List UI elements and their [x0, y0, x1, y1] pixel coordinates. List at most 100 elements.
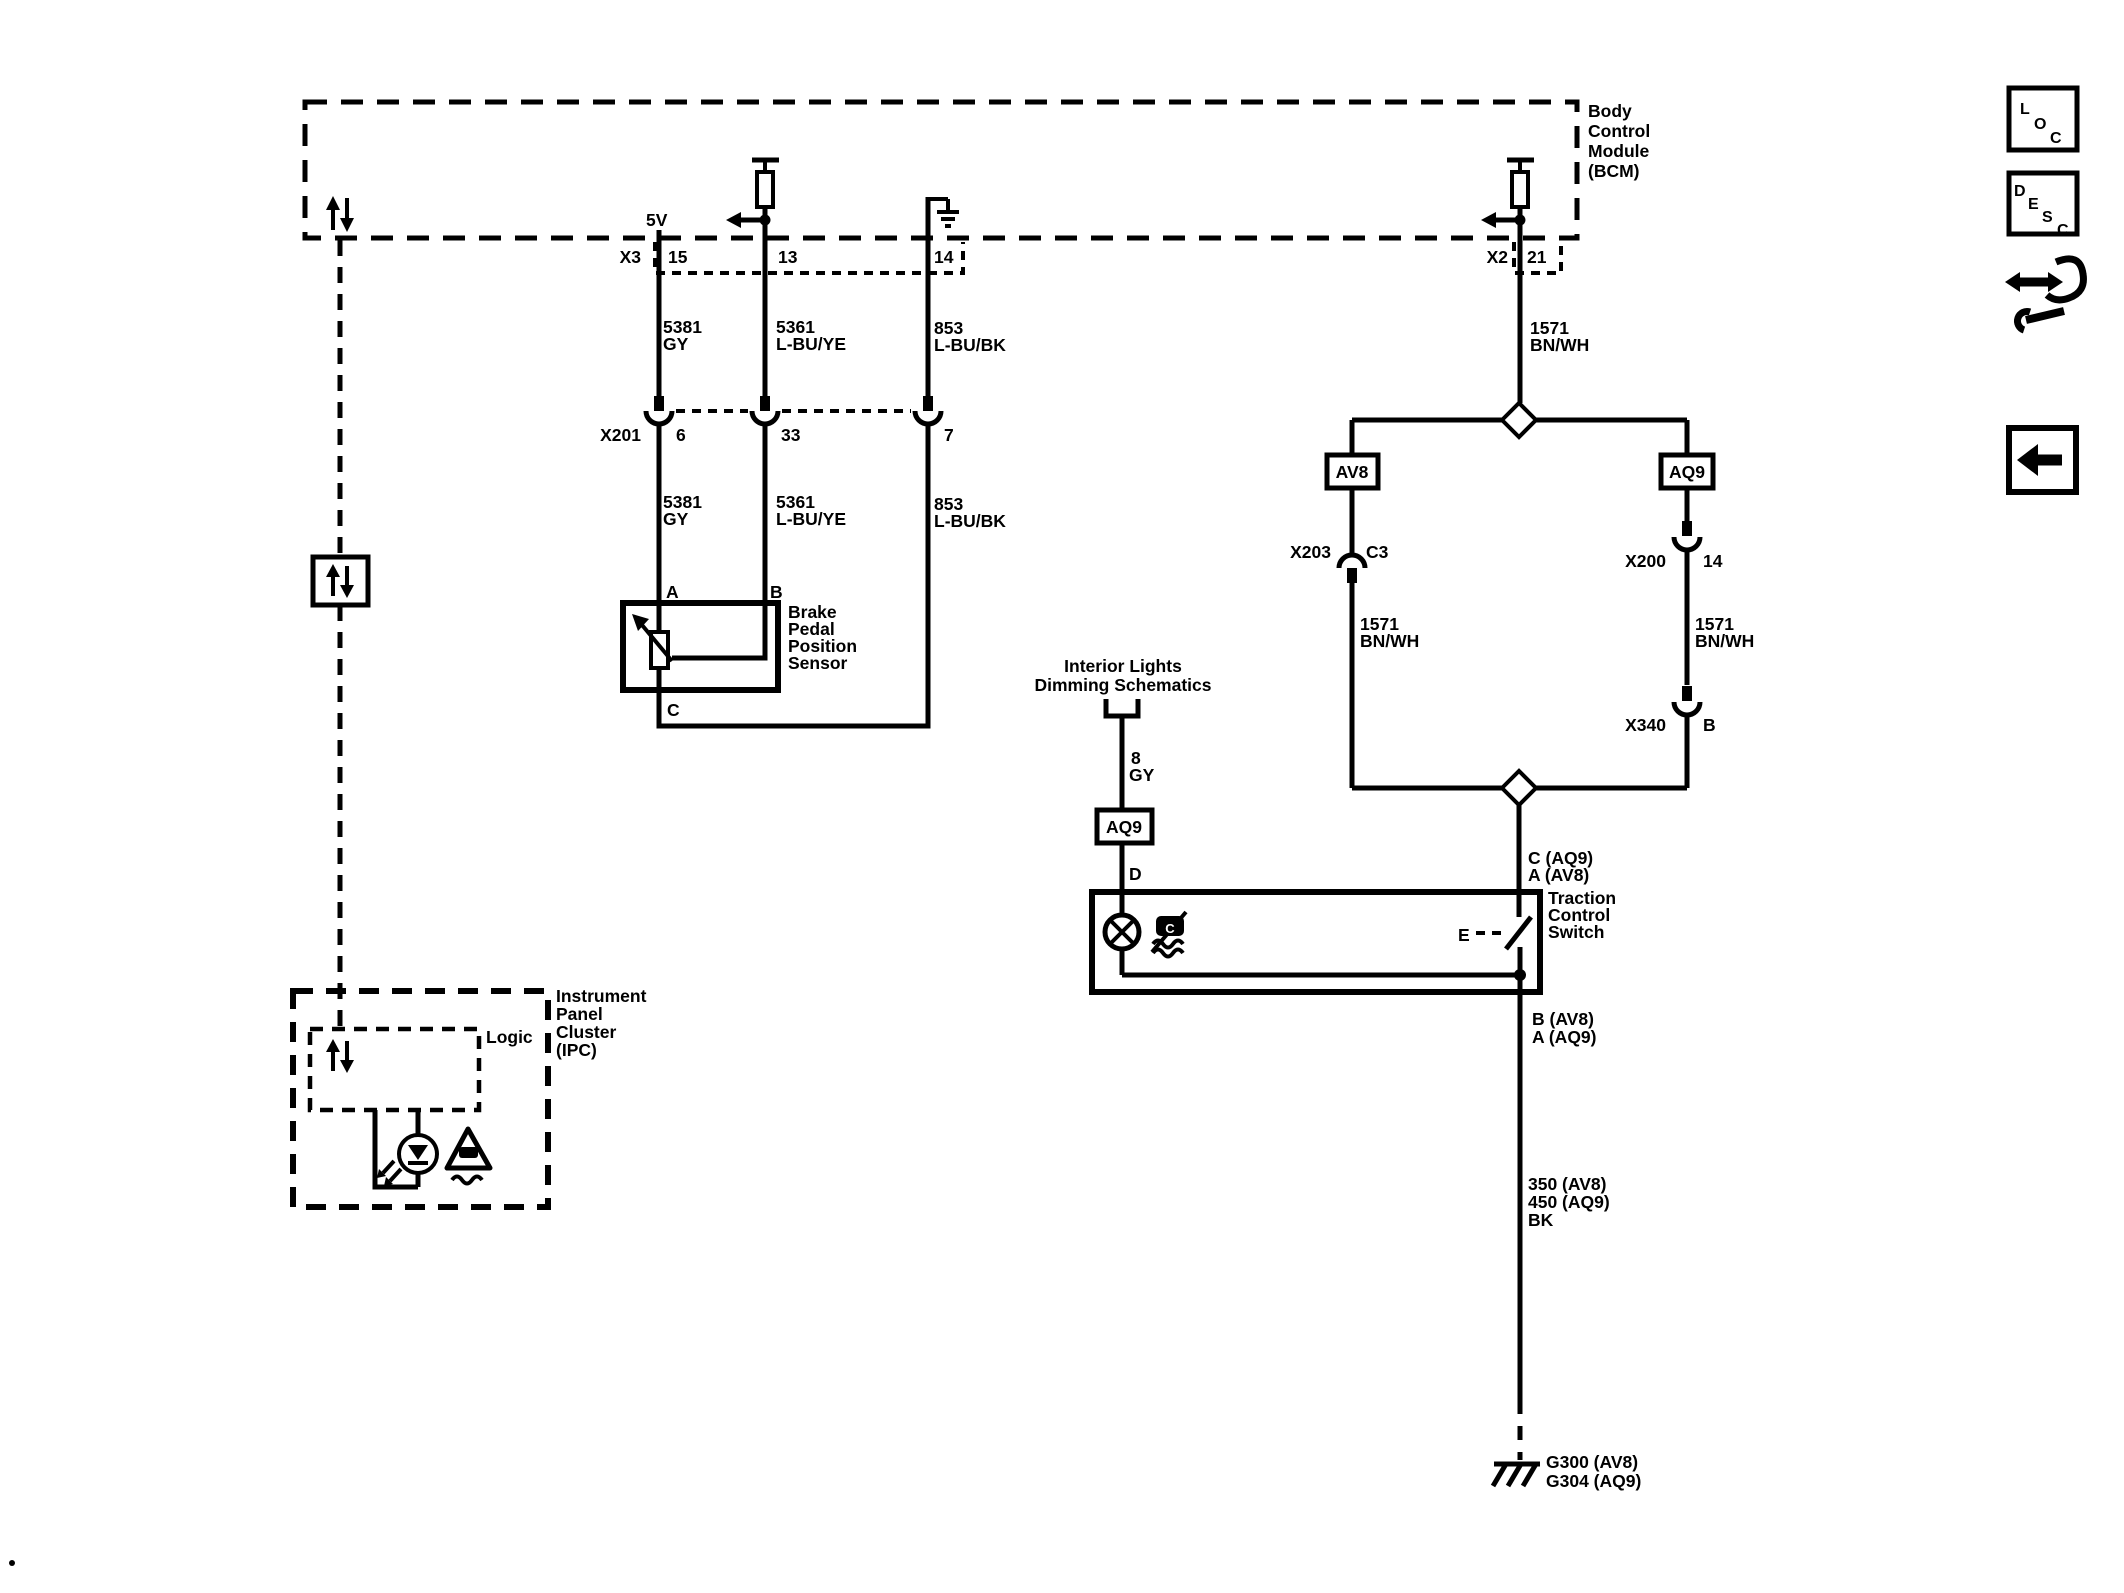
- bpp-sensor-label: Brake Pedal Position Sensor: [788, 602, 857, 673]
- ipc-label-1: Instrument: [556, 986, 647, 1006]
- wire-label-853-lower: 853 L-BU/BK: [934, 494, 1006, 531]
- ipc-label: Instrument Panel Cluster (IPC): [556, 986, 647, 1060]
- bpp-sensor-box: [620, 600, 781, 693]
- desc-letter-d: D: [2014, 183, 2026, 200]
- wire-label-5361-lower: 5361 L-BU/YE: [776, 492, 846, 529]
- color-bnwh-r: BN/WH: [1695, 631, 1754, 651]
- x203-pin-c3: C3: [1366, 542, 1389, 562]
- interior-lights-line2: Dimming Schematics: [1035, 675, 1212, 695]
- traction-warning-icon: [444, 1126, 493, 1186]
- back-button[interactable]: [2006, 425, 2079, 495]
- circuit-350: 350 (AV8): [1528, 1174, 1606, 1194]
- circuit-1571-l: 1571: [1360, 614, 1399, 634]
- x3-pin-15: 15: [668, 247, 688, 267]
- bcm-5v-label: 5V: [646, 210, 668, 230]
- loc-letter-o: O: [2034, 116, 2046, 133]
- connector-x2-label: X2: [1487, 247, 1509, 267]
- ground-g300-label: G300 (AV8): [1546, 1452, 1638, 1472]
- wire-label-1571-bcm: 1571 BN/WH: [1530, 318, 1589, 355]
- tcs-pin-bot-1: B (AV8): [1532, 1009, 1594, 1029]
- circuit-5361-2: 5361: [776, 492, 815, 512]
- wire-label-1571-right: 1571 BN/WH: [1695, 614, 1754, 651]
- sensor-label-1: Brake: [788, 602, 837, 622]
- connector-x203: [1336, 552, 1368, 583]
- interior-lights-line1: Interior Lights: [1064, 656, 1182, 676]
- wire-label-853-upper: 853 L-BU/BK: [934, 318, 1006, 355]
- tcs-label-2: Control: [1548, 905, 1610, 925]
- x201-pin-33: 33: [781, 425, 801, 445]
- x201-pin-7: 7: [944, 425, 954, 445]
- loc-letter-l: L: [2020, 101, 2030, 118]
- circuit-853-2: 853: [934, 494, 963, 514]
- splice-diamond-top: [1499, 400, 1539, 440]
- page-dot: [9, 1560, 15, 1566]
- bcm-label-line4: (BCM): [1588, 161, 1640, 181]
- sensor-label-2: Pedal: [788, 619, 835, 639]
- bcm-internal-ground: [925, 197, 959, 396]
- illumination-lamp-icon: [1102, 892, 1142, 975]
- serial-data-box: [310, 554, 371, 608]
- tcs-pin-top-1: C (AQ9): [1528, 848, 1593, 868]
- bcm-label-line1: Body: [1588, 101, 1632, 121]
- circuit-450: 450 (AQ9): [1528, 1192, 1610, 1212]
- tcs-label-3: Switch: [1548, 922, 1604, 942]
- x2-pin-21: 21: [1527, 247, 1547, 267]
- circuit-1571-r: 1571: [1695, 614, 1734, 634]
- ipc-box: [290, 988, 551, 1210]
- diagnostic-tool-icon[interactable]: [2005, 255, 2087, 334]
- wire-853-to-sensor: [656, 424, 931, 729]
- offpage-reference: Interior Lights Dimming Schematics: [1035, 656, 1212, 719]
- traction-control-icon: C: [1150, 910, 1188, 959]
- color-bnwh: BN/WH: [1530, 335, 1589, 355]
- back-arrow-icon: [2017, 444, 2038, 476]
- splice-diamond-bottom: [1499, 768, 1539, 808]
- color-bnwh-l: BN/WH: [1360, 631, 1419, 651]
- circuit-5381: 5381: [663, 317, 702, 337]
- sensor-pin-a: A: [666, 582, 679, 602]
- color-gy-2: GY: [663, 509, 689, 529]
- option-av8-label: AV8: [1336, 462, 1369, 482]
- signal-direction-arrow-x2: [1481, 212, 1496, 228]
- ipc-label-3: Cluster: [556, 1022, 616, 1042]
- serial-data-arrows-icon-mid: [326, 564, 354, 598]
- bcm-pullup-resistor: [726, 157, 779, 396]
- tcs-pin-bot-2: A (AQ9): [1532, 1027, 1597, 1047]
- desc-button[interactable]: D E S C: [2006, 170, 2080, 239]
- color-lbuye: L-BU/YE: [776, 334, 846, 354]
- wire-label-5361-upper: 5361 L-BU/YE: [776, 317, 846, 354]
- sensor-label-4: Sensor: [788, 653, 848, 673]
- connector-x2-strip: [1512, 242, 1563, 275]
- ipc-label-2: Panel: [556, 1004, 603, 1024]
- tcs-pin-d: D: [1129, 864, 1142, 884]
- x201-pin-6: 6: [676, 425, 686, 445]
- circuit-5381-2: 5381: [663, 492, 702, 512]
- sensor-label-3: Position: [788, 636, 857, 656]
- option-aq9-label: AQ9: [1669, 462, 1705, 482]
- potentiometer-symbol: [632, 603, 768, 690]
- circuit-1571: 1571: [1530, 318, 1569, 338]
- circuit-5361: 5361: [776, 317, 815, 337]
- chassis-ground-icon: [1490, 1461, 1540, 1488]
- wire-label-5381-lower: 5381 GY: [663, 492, 702, 529]
- connector-x340: [1671, 686, 1703, 718]
- connector-x201-label: X201: [600, 425, 641, 445]
- color-gy: GY: [663, 334, 689, 354]
- bcm-label-line3: Module: [1588, 141, 1650, 161]
- bcm-label-line2: Control: [1588, 121, 1650, 141]
- switch-contact: E: [1458, 892, 1533, 975]
- connector-x3-label: X3: [620, 247, 642, 267]
- connector-x3-strip: [653, 242, 965, 275]
- sensor-pin-b: B: [770, 582, 783, 602]
- bcm-box: [302, 99, 1580, 241]
- loc-button[interactable]: L O C: [2006, 85, 2080, 153]
- ipc-logic-box: [307, 1026, 482, 1113]
- color-gy-3: GY: [1129, 765, 1155, 785]
- circuit-8: 8: [1131, 748, 1141, 768]
- connector-x200-label: X200: [1625, 551, 1666, 571]
- tcs-label-1: Traction: [1548, 888, 1616, 908]
- led-indicator-icon: [372, 1110, 439, 1190]
- ipc-logic-label: Logic: [486, 1027, 533, 1047]
- color-lbubk: L-BU/BK: [934, 335, 1006, 355]
- signal-direction-arrow: [726, 212, 741, 228]
